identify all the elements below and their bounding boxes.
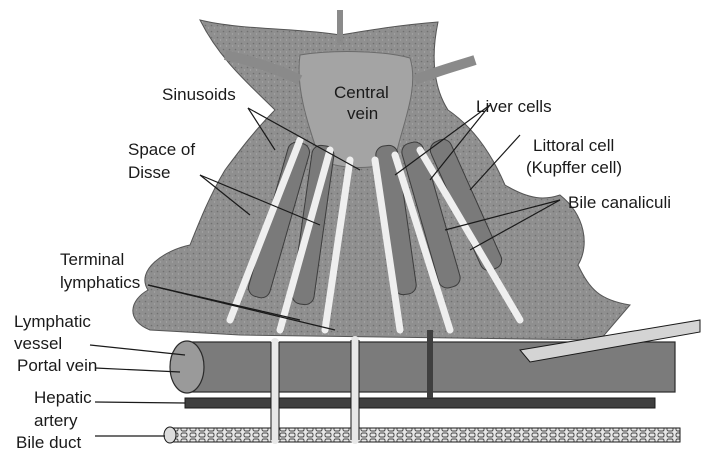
- label-bile-canaliculi: Bile canaliculi: [568, 193, 671, 212]
- label-bile-duct: Bile duct: [16, 433, 81, 452]
- label-lymphatic-1: Lymphatic: [14, 312, 91, 331]
- label-central-vein-1: Central: [334, 83, 389, 102]
- hepatic-artery: [185, 398, 655, 408]
- label-space-1: Space of: [128, 140, 195, 159]
- label-space-2: Disse: [128, 163, 171, 182]
- label-terminal-1: Terminal: [60, 250, 124, 269]
- label-hepatic-2: artery: [34, 411, 78, 430]
- bile-duct: [170, 428, 680, 442]
- label-terminal-2: lymphatics: [60, 273, 140, 292]
- portal-vein-end: [170, 341, 204, 393]
- label-lymphatic-2: vessel: [14, 334, 62, 353]
- label-hepatic-1: Hepatic: [34, 388, 92, 407]
- label-portal-vein: Portal vein: [17, 356, 97, 375]
- label-central-vein-2: vein: [347, 104, 378, 123]
- label-sinusoids: Sinusoids: [162, 85, 236, 104]
- label-liver-cells: Liver cells: [476, 97, 552, 116]
- label-littoral-2: (Kupffer cell): [526, 158, 622, 177]
- bile-duct-end: [164, 427, 176, 443]
- label-littoral-1: Littoral cell: [533, 136, 614, 155]
